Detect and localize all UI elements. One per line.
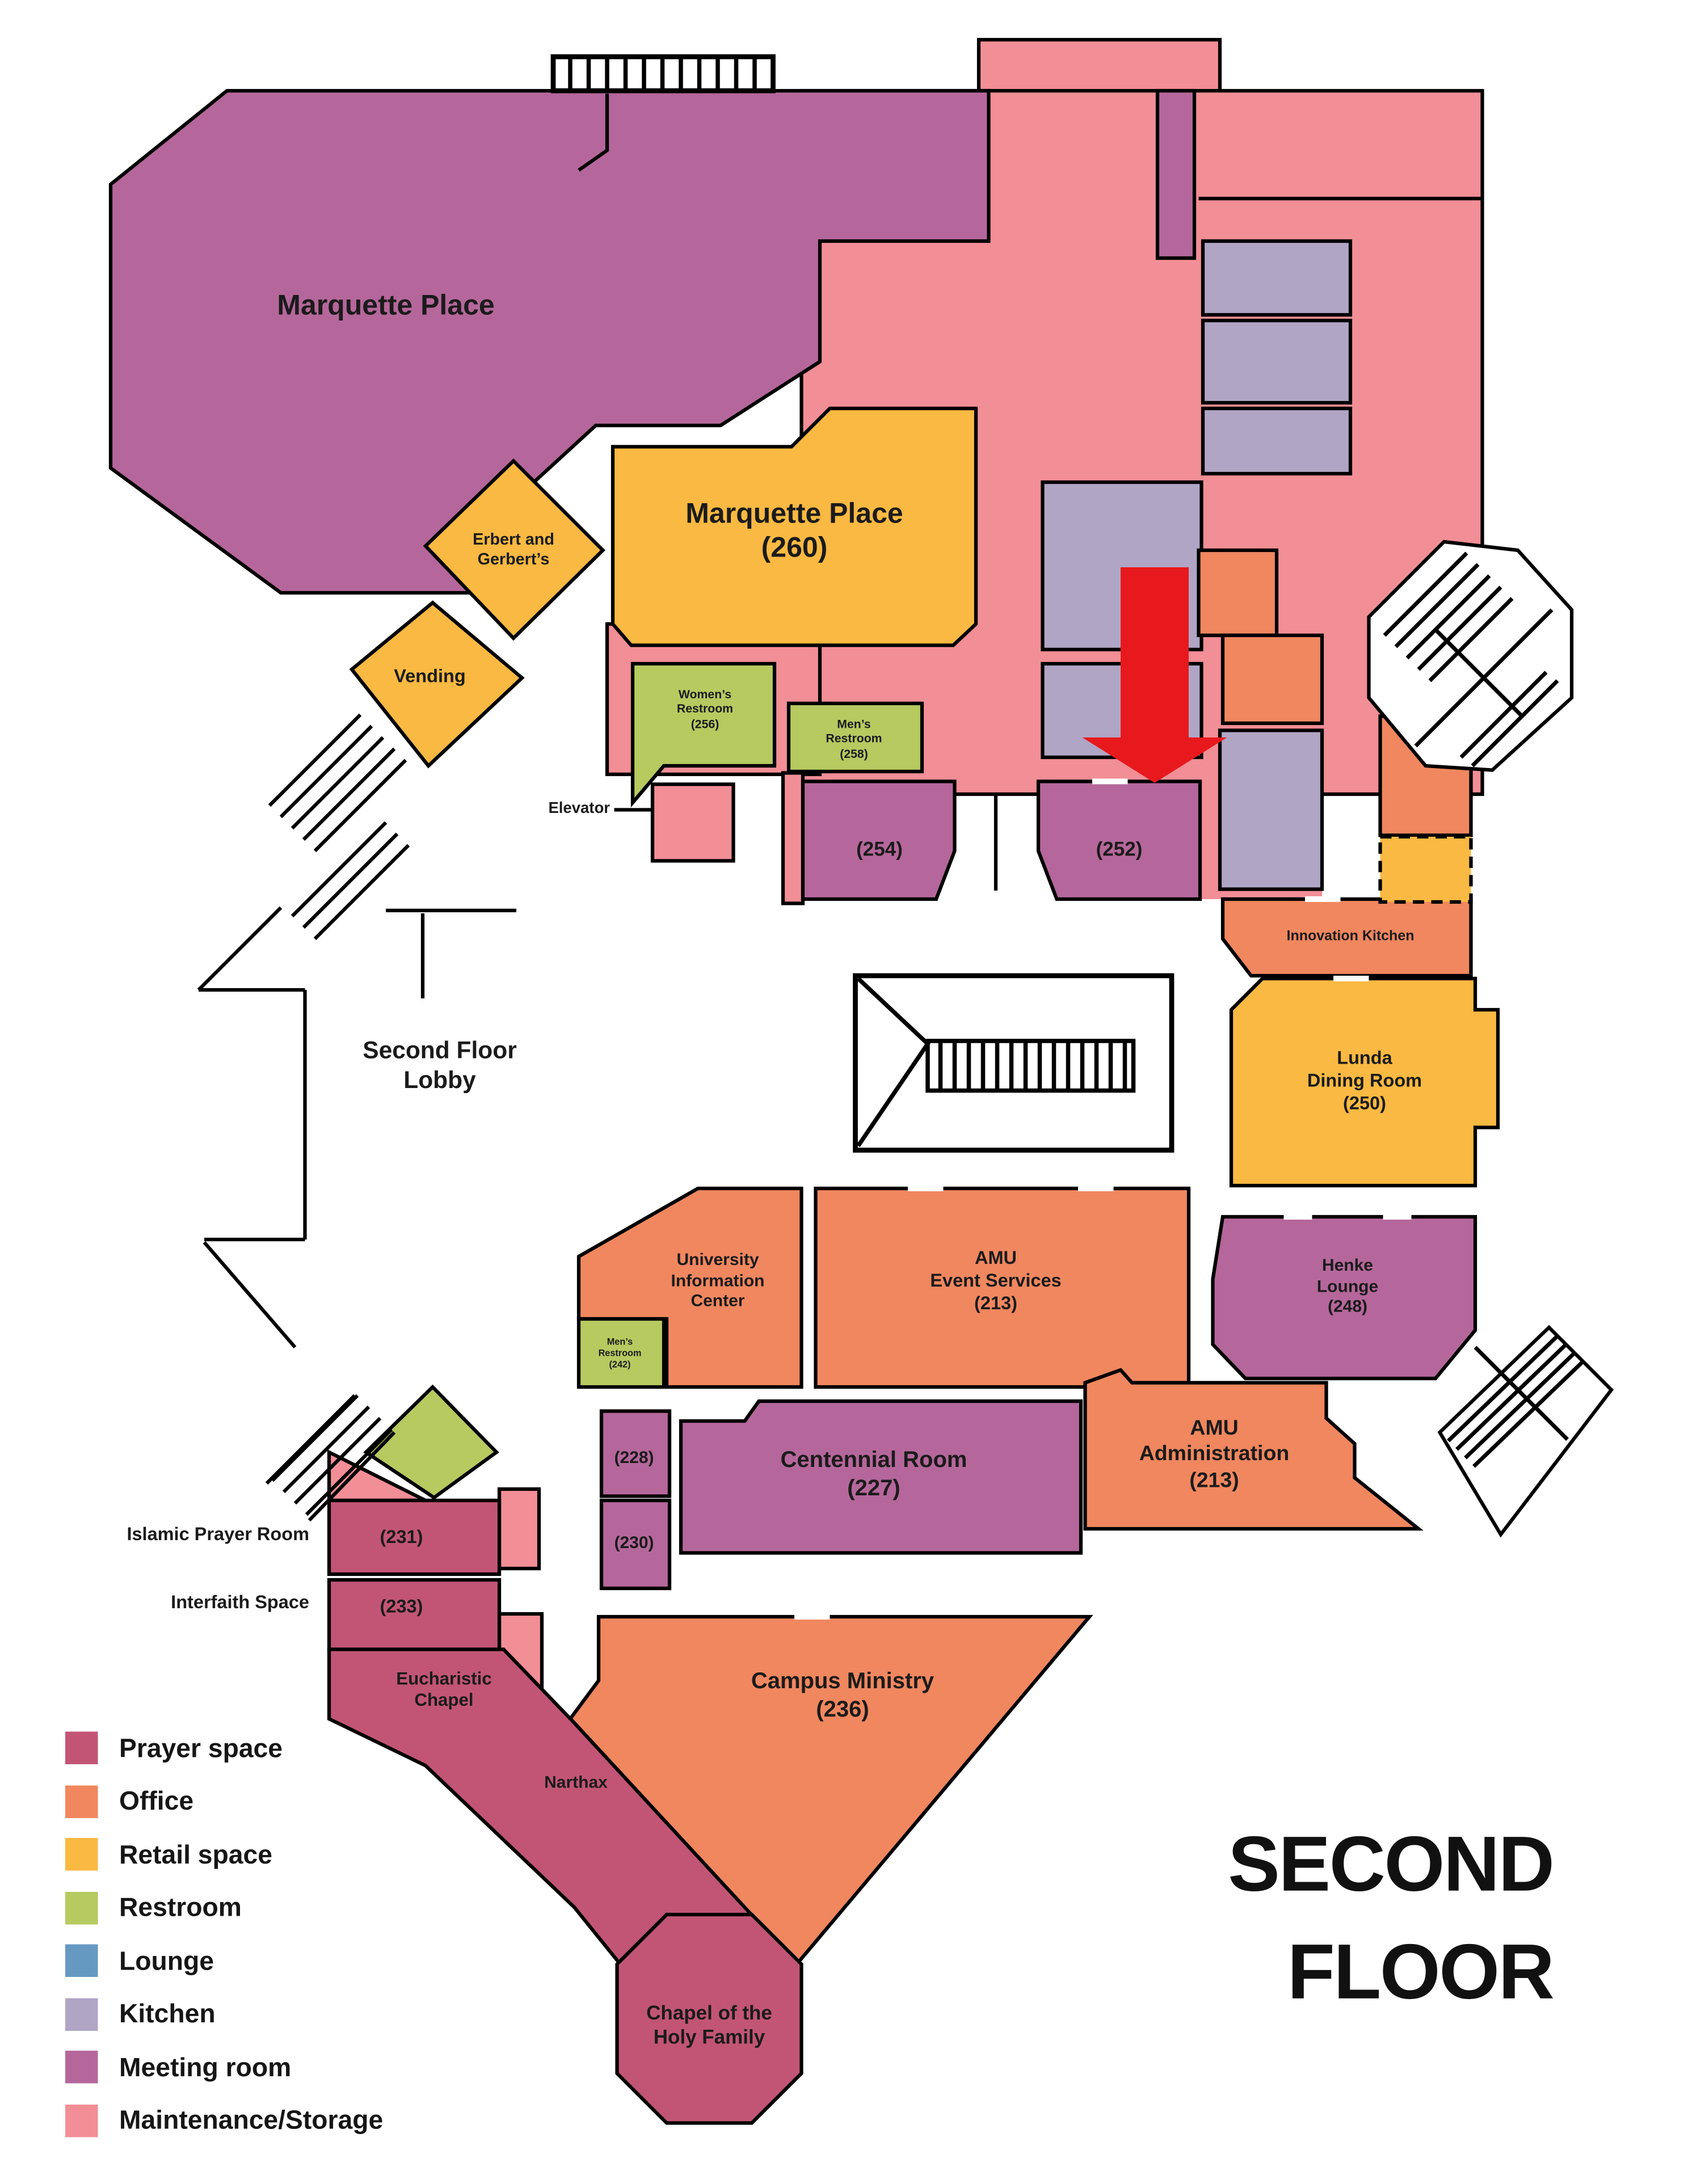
legend-item-prayer-space: Prayer space <box>65 1731 383 1764</box>
retail-dashed-room <box>1378 834 1473 904</box>
walls-and-stairs <box>197 54 1614 1538</box>
room-mens-restroom-258 <box>786 701 924 774</box>
room-231 <box>327 1498 502 1576</box>
legend-item-meeting-room: Meeting room <box>65 2051 383 2084</box>
stairs-central-icon <box>853 973 1175 1153</box>
room-amu-administration <box>1083 1368 1424 1531</box>
kitchen-cell-2 <box>1201 318 1353 405</box>
legend-item-restroom: Restroom <box>65 1891 383 1924</box>
room-womens-restroom-256 <box>630 661 777 808</box>
restroom-areas <box>363 661 924 1500</box>
legend: Prayer space Office Retail space Restroo… <box>65 1731 384 2157</box>
room-henke-lounge-248 <box>1211 1215 1477 1381</box>
room-marquette-place-260 <box>611 406 978 647</box>
room-amu-event-services <box>814 1186 1191 1389</box>
stairs-upper-left-icon <box>268 713 425 998</box>
office-small-1 <box>1197 548 1279 638</box>
room-233 <box>327 1578 502 1653</box>
legend-label: Lounge <box>119 1945 214 1975</box>
office-small-2 <box>1220 633 1324 726</box>
legend-swatch-office-icon <box>65 1785 98 1818</box>
legend-label: Kitchen <box>119 1998 216 2029</box>
room-womens-restroom-239 <box>363 1384 499 1500</box>
room-230 <box>599 1498 672 1591</box>
room-252 <box>1036 779 1202 901</box>
maintenance-raised-block <box>976 37 1222 97</box>
meeting-rooms <box>108 88 1477 1591</box>
legend-label: Prayer space <box>119 1732 283 1763</box>
room-mens-restroom-242 <box>576 1317 666 1389</box>
legend-swatch-retail-space-icon <box>65 1838 98 1871</box>
location-arrow-icon <box>1082 567 1227 783</box>
legend-item-lounge: Lounge <box>65 1944 383 1977</box>
room-lunda-dining-250 <box>1229 976 1500 1188</box>
maintenance-strip <box>781 771 805 905</box>
room-innovation-kitchen <box>1220 897 1473 978</box>
room-erbert-gerberts <box>423 458 605 641</box>
legend-swatch-kitchen-icon <box>65 1997 98 2030</box>
elevator-shaft <box>650 782 735 863</box>
legend-swatch-restroom-icon <box>65 1891 98 1924</box>
stairs-lower-left-icon <box>265 1394 396 1522</box>
meeting-column <box>1155 88 1197 260</box>
maintenance-spur-1 <box>497 1487 541 1571</box>
lobby-walls <box>197 906 516 1349</box>
legend-label: Meeting room <box>119 2051 292 2081</box>
prayer-areas <box>327 1498 803 2125</box>
retail-areas <box>349 406 1500 1188</box>
legend-item-office: Office <box>65 1785 383 1818</box>
kitchen-cell-3 <box>1201 406 1353 476</box>
legend-swatch-meeting-room-icon <box>65 2051 98 2084</box>
legend-label: Restroom <box>119 1892 242 1922</box>
legend-label: Office <box>119 1785 194 1816</box>
page-title: SECOND FLOOR <box>1228 1819 1555 2016</box>
legend-item-maintenance-storage: Maintenance/Storage <box>65 2103 384 2137</box>
room-centennial-227 <box>679 1399 1083 1555</box>
room-university-info-center <box>576 1186 803 1389</box>
legend-label: Retail space <box>119 1839 272 1869</box>
room-chapel-holy-family <box>615 1912 803 2125</box>
stairs-bottom-right-icon <box>1437 1325 1614 1538</box>
legend-swatch-maintenance-storage-icon <box>65 2103 98 2137</box>
room-254 <box>801 779 957 901</box>
room-228 <box>599 1409 672 1498</box>
legend-swatch-prayer-space-icon <box>65 1731 98 1764</box>
legend-label: Maintenance/Storage <box>119 2105 384 2135</box>
room-vending <box>349 600 525 769</box>
kitchen-cell-1 <box>1201 239 1353 317</box>
legend-item-retail-space: Retail space <box>65 1838 383 1871</box>
room-marquette-place <box>108 88 991 595</box>
legend-item-kitchen: Kitchen <box>65 1997 383 2030</box>
door-gaps <box>794 778 1412 1620</box>
kitchen-room-3 <box>1218 728 1324 891</box>
office-areas <box>567 548 1473 1970</box>
legend-swatch-lounge-icon <box>65 1944 98 1977</box>
